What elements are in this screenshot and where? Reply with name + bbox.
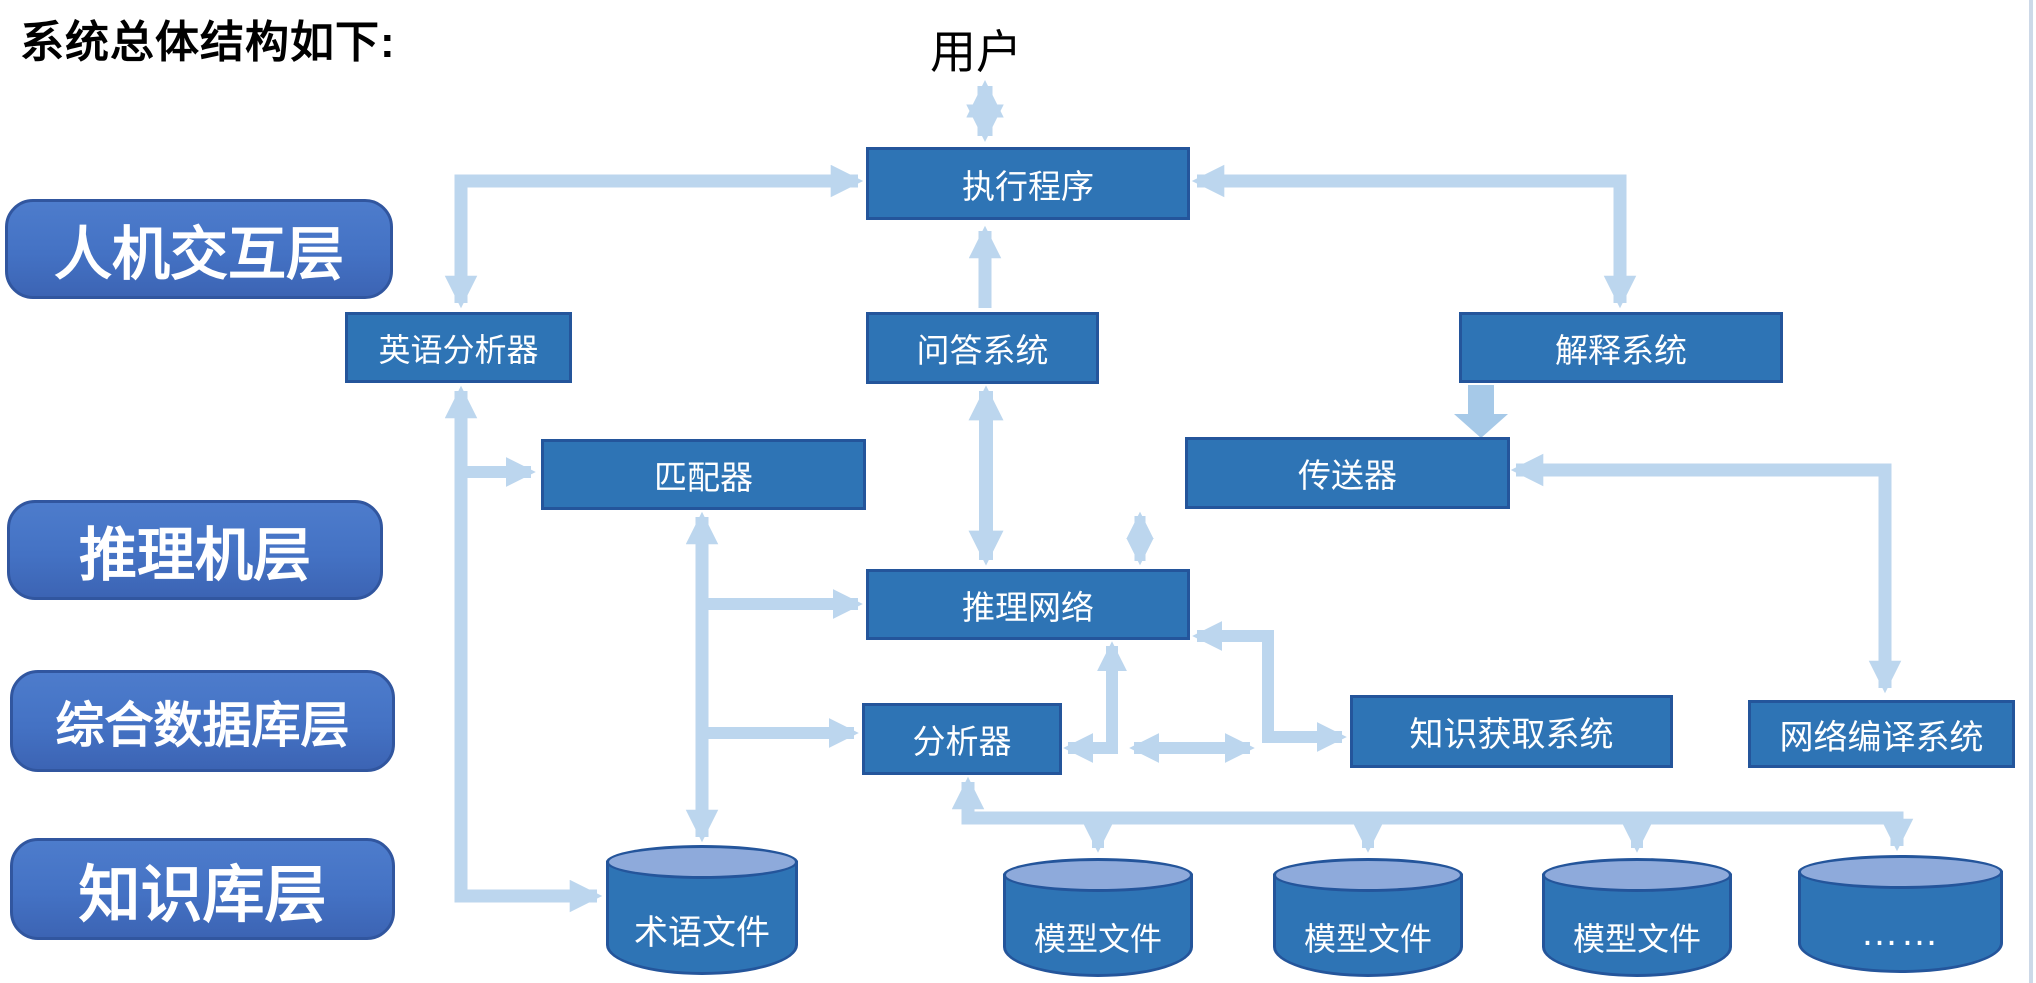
arrow-inference-net-knowledge-acq	[1192, 621, 1347, 752]
node-explain: 解释系统	[1459, 312, 1783, 383]
layer-pill-integrated-database: 综合数据库层	[10, 670, 395, 772]
node-qa: 问答系统	[866, 312, 1099, 384]
arrow-transmitter-net-compiler	[1510, 453, 1902, 694]
arrow-english-analyzer-term-file	[444, 385, 603, 913]
node-analyzer: 分析器	[862, 703, 1062, 775]
datastore-label: ……	[1860, 911, 1941, 954]
datastore-label: 模型文件	[1303, 920, 1432, 957]
node-transmitter: 传送器	[1185, 437, 1510, 509]
cylinder-body	[1542, 874, 1732, 977]
cylinder-top	[1273, 858, 1463, 892]
datastore-model-file-3: 模型文件	[1542, 858, 1732, 977]
layer-pill-knowledge-base: 知识库层	[10, 838, 395, 940]
datastore-label: 术语文件	[634, 913, 770, 952]
cylinder-body	[1798, 871, 2003, 973]
node-matcher: 匹配器	[541, 439, 866, 510]
arrow-analyzer-model-bus	[951, 776, 1914, 852]
node-english-analyzer: 英语分析器	[345, 312, 572, 383]
node-knowledge-acq: 知识获取系统	[1350, 695, 1673, 768]
datastore-label: 模型文件	[1033, 920, 1162, 957]
datastore-model-file-2: 模型文件	[1273, 858, 1463, 977]
arrow-explain-transmitter	[1454, 385, 1508, 438]
page-title: 系统总体结构如下:	[20, 18, 396, 67]
user-label: 用户	[930, 26, 1022, 78]
datastore-label: 模型文件	[1572, 920, 1701, 957]
datastore-term-file: 术语文件	[606, 845, 798, 975]
cylinder-top	[1003, 858, 1193, 892]
node-net-compiler: 网络编译系统	[1748, 700, 2015, 768]
cylinder-top	[1542, 858, 1732, 892]
cylinder-body	[1273, 874, 1463, 977]
cylinder-top	[606, 845, 798, 879]
node-exec: 执行程序	[866, 147, 1190, 220]
datastore-model-file-1: 模型文件	[1003, 858, 1193, 977]
node-inference-net: 推理网络	[866, 569, 1190, 640]
cylinder-top	[1798, 855, 2003, 889]
arrow-exec-english-analyzer	[444, 164, 864, 309]
layer-pill-hmi: 人机交互层	[5, 199, 393, 299]
datastore-more: ……	[1798, 855, 2003, 973]
arrow-analyzer-inference-net	[1063, 641, 1127, 763]
right-edge-line	[2029, 0, 2033, 983]
layer-pill-inference-engine: 推理机层	[7, 500, 383, 600]
arrow-exec-explain	[1191, 164, 1637, 309]
